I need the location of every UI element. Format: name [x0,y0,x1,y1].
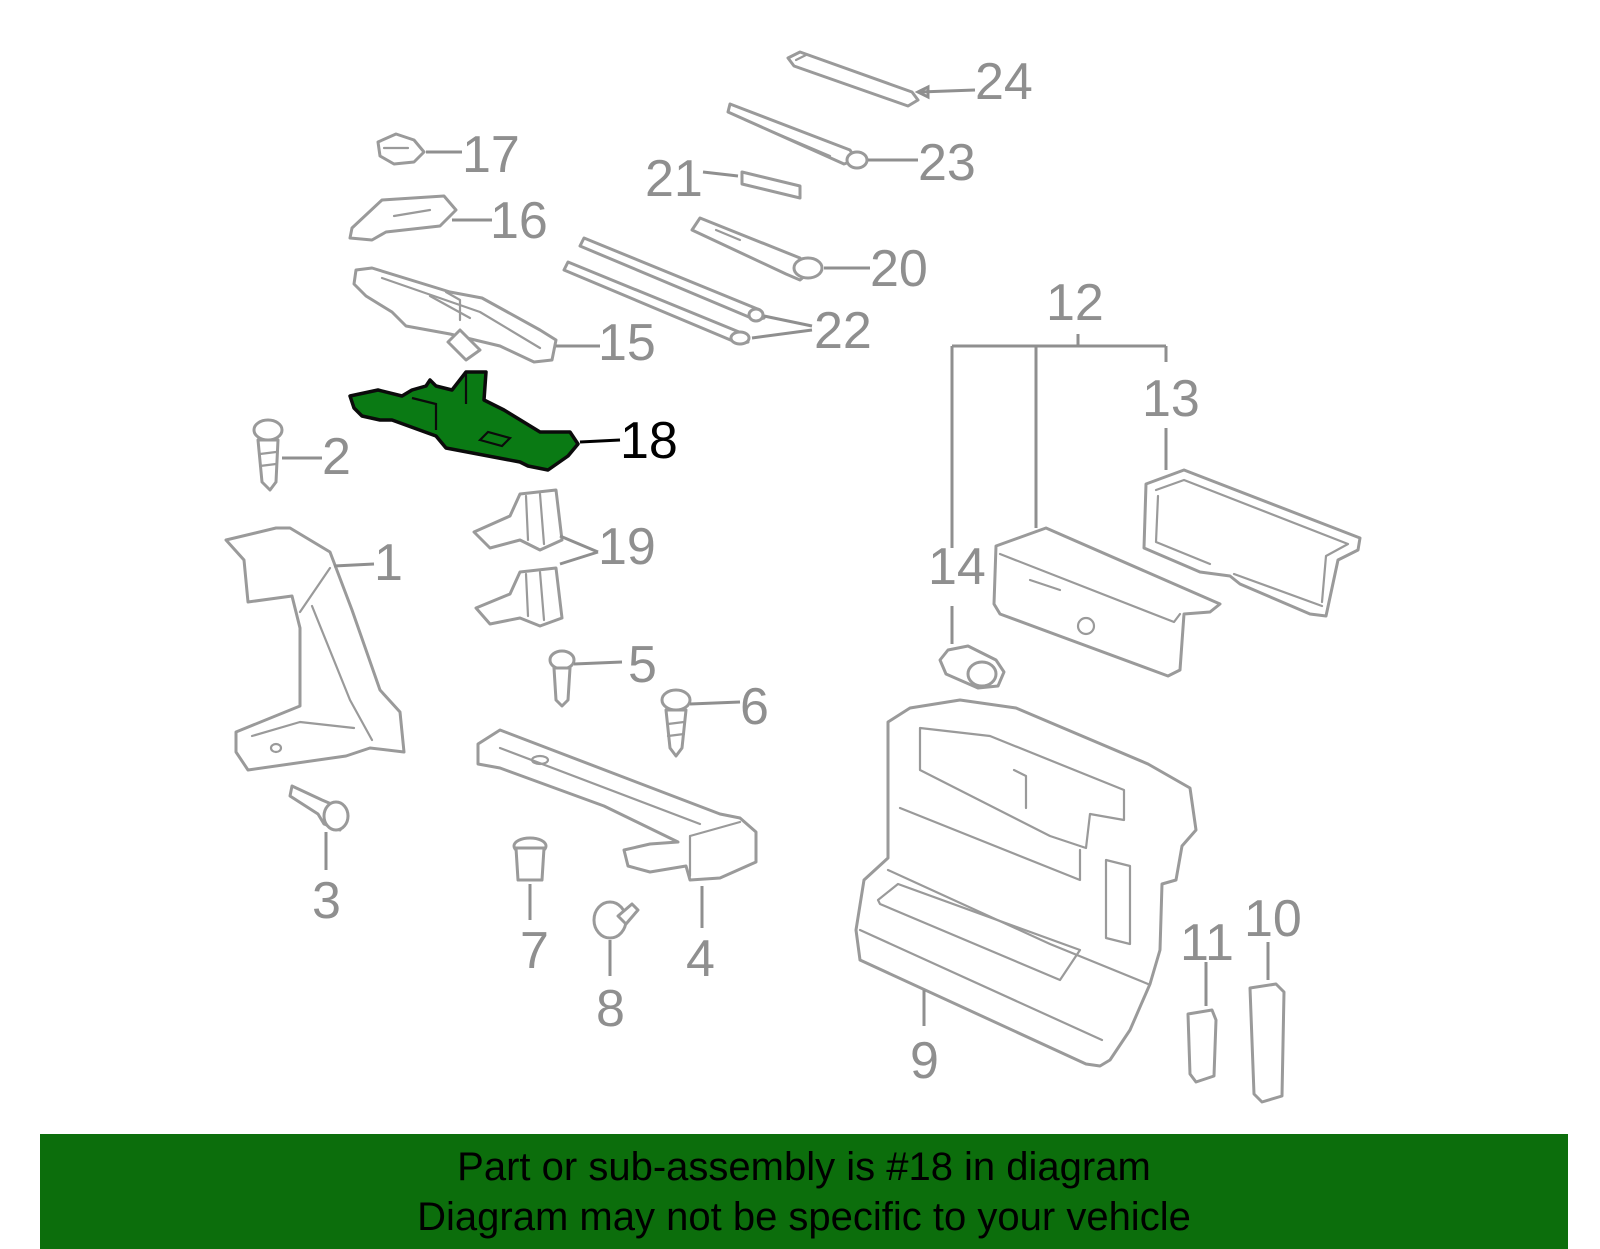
callout-9[interactable]: 9 [910,1032,939,1090]
part-8-clip[interactable] [592,900,640,940]
callout-14[interactable]: 14 [928,538,986,596]
callout-8[interactable]: 8 [596,980,625,1038]
callout-21[interactable]: 21 [645,150,703,208]
part-1-pillar-trim[interactable] [224,526,406,772]
callout-18[interactable]: 18 [620,412,678,470]
callout-11[interactable]: 11 [1180,914,1234,972]
part-10-lens[interactable] [1248,982,1286,1104]
part-11-lens[interactable] [1186,1008,1218,1084]
callout-7[interactable]: 7 [520,922,549,980]
part-9-quarter-panel[interactable] [854,698,1198,1068]
part-23-rod[interactable] [726,102,869,170]
callout-24[interactable]: 24 [975,53,1033,111]
callout-12-bracket [950,334,1168,548]
callout-20[interactable]: 20 [870,240,928,298]
part-19-clips[interactable] [472,488,564,628]
leader-19a [559,534,599,554]
leader-1 [333,562,375,568]
part-21-block[interactable] [740,170,802,200]
banner-line-part: Part or sub-assembly is #18 in diagram [457,1145,1151,1189]
callout-6[interactable]: 6 [740,678,769,736]
part-7-pin[interactable] [512,836,548,882]
callout-4[interactable]: 4 [686,930,715,988]
part-15-jack[interactable] [352,266,558,364]
callout-17[interactable]: 17 [462,126,520,184]
arrow-24 [914,84,930,100]
part-17-cap[interactable] [376,132,426,166]
callout-1[interactable]: 1 [374,534,403,592]
part-22-rods[interactable] [562,236,766,346]
part-2-screw[interactable] [252,418,284,492]
part-3-bolt[interactable] [288,784,350,832]
callout-5[interactable]: 5 [628,636,657,694]
callout-13[interactable]: 13 [1142,370,1200,428]
callout-16[interactable]: 16 [490,192,548,250]
callout-22[interactable]: 22 [814,302,872,360]
leader-18 [579,438,621,444]
leader-6 [689,700,741,706]
part-24-trim[interactable] [786,50,920,108]
callout-23[interactable]: 23 [918,134,976,192]
part-20-wrench[interactable] [690,216,824,282]
part-6-screw[interactable] [660,688,692,758]
part-info-banner: Part or sub-assembly is #18 in diagram D… [40,1134,1568,1249]
part-16-pad[interactable] [348,194,458,242]
callout-2[interactable]: 2 [322,428,351,486]
leader-22a [763,314,813,328]
leader-5 [573,660,623,666]
leader-19b [559,550,599,566]
leader-21 [702,170,739,178]
part-14-socket[interactable] [938,644,1006,690]
banner-line-disclaimer: Diagram may not be specific to your vehi… [417,1195,1191,1239]
callout-10[interactable]: 10 [1244,890,1302,948]
callout-12[interactable]: 12 [1046,274,1104,332]
leader-22b [751,328,813,340]
part-18-bracket-highlighted[interactable] [348,370,580,472]
callout-3[interactable]: 3 [312,872,341,930]
part-4-rail[interactable] [476,728,758,882]
part-12-bin[interactable] [992,526,1222,678]
callout-15[interactable]: 15 [598,314,656,372]
part-5-screw[interactable] [548,649,576,708]
part-13-frame[interactable] [1142,468,1362,618]
callout-19[interactable]: 19 [598,518,656,576]
